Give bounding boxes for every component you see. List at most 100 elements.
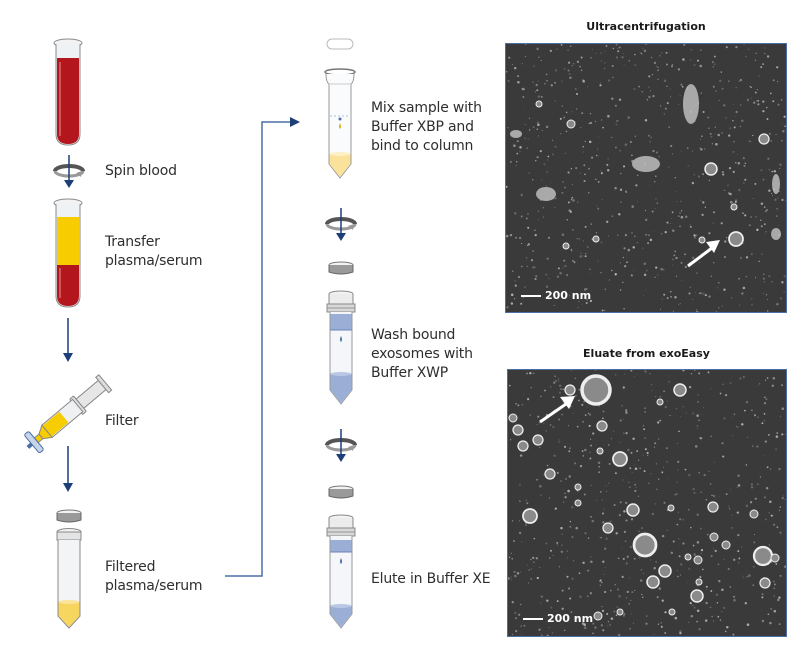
sem-speckle (600, 537, 603, 539)
sem-speckle (705, 585, 708, 588)
sem-speckle (556, 48, 558, 50)
sem-speckle (760, 219, 762, 222)
step-label-elute: Elute in Buffer XE (371, 571, 491, 587)
sem-speckle (634, 53, 636, 56)
sem-speckle (533, 537, 536, 540)
sem-speckle (525, 499, 527, 502)
sem-speckle (528, 569, 531, 571)
sem-speckle (735, 161, 737, 164)
sem-speckle (540, 395, 542, 398)
sem-speckle (775, 215, 778, 218)
sem-speckle (515, 630, 518, 633)
sem-speckle (572, 199, 575, 202)
sem-speckle (631, 205, 634, 208)
sem-speckle (775, 448, 778, 451)
sem-speckle (584, 140, 586, 143)
sem-speckle (538, 80, 540, 82)
sem-speckle (540, 595, 543, 598)
sem-speckle (734, 201, 737, 204)
sem-speckle (714, 126, 716, 128)
sem-speckle (668, 381, 670, 383)
sem-speckle (567, 69, 570, 72)
sem-speckle (776, 208, 778, 210)
sem-speckle (607, 79, 611, 82)
sem-speckle (693, 64, 696, 67)
sem-speckle (732, 150, 735, 153)
sem-speckle (738, 558, 740, 560)
sem-speckle (612, 430, 615, 432)
sem-speckle (510, 552, 512, 554)
vesicle (752, 545, 774, 567)
sem-speckle (656, 202, 659, 205)
sem-speckle (724, 256, 726, 258)
sem-speckle (510, 579, 512, 581)
sem-speckle (514, 280, 516, 282)
sem-speckle (609, 520, 612, 523)
sem-speckle (687, 508, 690, 511)
sem-speckle (570, 611, 573, 614)
sem-speckle (572, 523, 574, 525)
sem-speckle (558, 391, 561, 394)
vesicle (759, 577, 771, 589)
sem-speckle (742, 286, 746, 290)
sem-speckle (668, 126, 671, 129)
sem-speckle (562, 181, 564, 183)
sem-speckle (738, 80, 740, 82)
sem-speckle (539, 149, 542, 153)
sem-speckle (715, 593, 719, 596)
sem-speckle (648, 95, 651, 99)
sem-speckle (750, 253, 753, 256)
sem-speckle (555, 197, 557, 199)
sem-speckle (769, 174, 771, 176)
sem-speckle (768, 189, 771, 192)
sem-speckle (556, 541, 559, 544)
sem-speckle (752, 134, 755, 137)
sem-speckle (639, 51, 641, 54)
sem-speckle (513, 298, 516, 300)
sem-speckle (773, 587, 775, 589)
sem-speckle (545, 273, 548, 276)
sem-speckle (724, 240, 727, 243)
sem-speckle (699, 437, 701, 439)
sem-speckle (542, 207, 544, 209)
sem-speckle (743, 376, 745, 378)
sem-speckle (771, 281, 773, 283)
sem-image-ultracentrifugation: 200 nm (505, 43, 787, 313)
sem-speckle (641, 91, 643, 93)
sem-speckle (702, 201, 705, 204)
sem-speckle (546, 185, 548, 187)
sem-speckle (627, 116, 630, 119)
sem-speckle (542, 216, 545, 218)
sem-speckle (647, 242, 650, 245)
sem-speckle (755, 277, 757, 279)
sem-speckle (644, 407, 646, 410)
sem-speckle (757, 416, 759, 419)
sem-speckle (569, 520, 572, 523)
sem-speckle (644, 119, 648, 122)
sem-speckle (717, 615, 720, 618)
sem-speckle (587, 569, 590, 572)
sem-speckle (659, 54, 661, 57)
sem-speckle (618, 213, 621, 216)
sem-speckle (778, 598, 780, 600)
sem-speckle (510, 576, 512, 578)
sem-speckle (710, 555, 713, 558)
vesicle (707, 501, 719, 513)
sem-speckle (682, 405, 685, 408)
sem-speckle (618, 634, 621, 636)
sem-speckle (710, 275, 712, 277)
arrow-pointer-icon (539, 396, 575, 424)
sem-speckle (564, 264, 567, 268)
sem-speckle (666, 102, 669, 105)
sem-speckle (607, 157, 609, 160)
sem-speckle (756, 483, 759, 486)
open-cap-icon (326, 38, 354, 50)
sem-speckle (764, 233, 766, 234)
sem-speckle (712, 494, 716, 498)
sem-speckle (525, 257, 528, 259)
sem-speckle (519, 146, 522, 149)
sem-speckle (696, 427, 698, 429)
sem-speckle (578, 238, 580, 240)
sem-speckle (668, 375, 670, 377)
sem-speckle (655, 198, 657, 200)
